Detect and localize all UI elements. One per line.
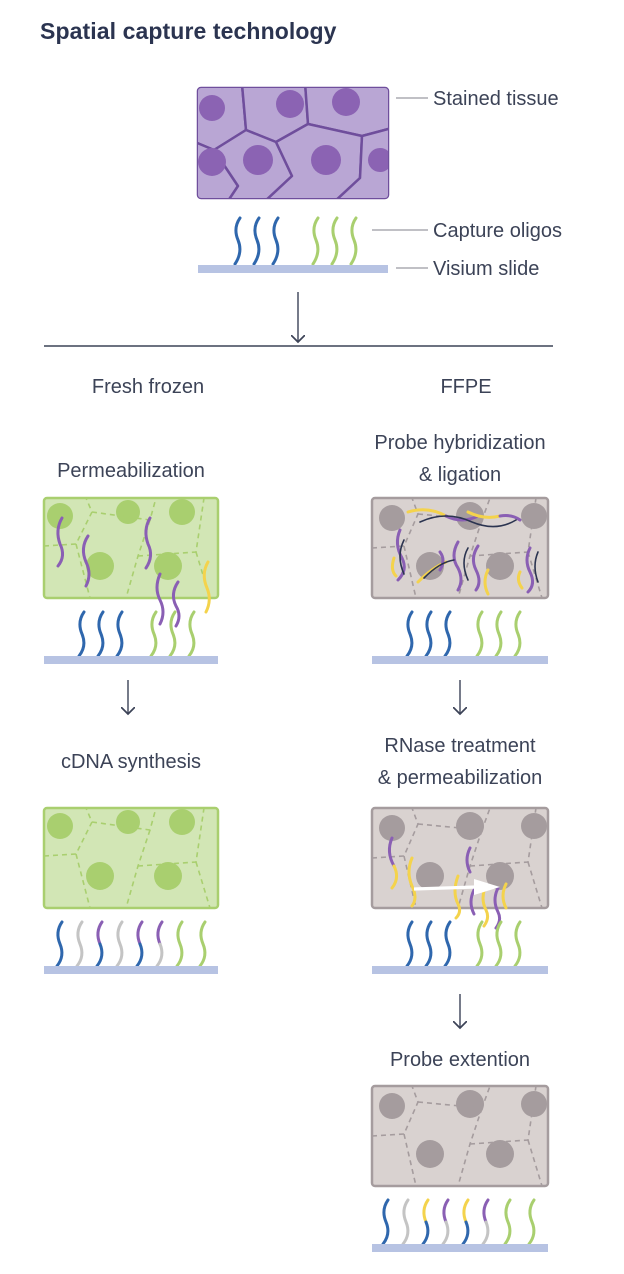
ffpe-title: FFPE: [440, 376, 491, 398]
fresh-frozen-tissue-1: [42, 496, 220, 628]
visium-slide-top: [198, 265, 388, 273]
ffpe-oligos-2: [405, 920, 522, 968]
ffpe-tissue-1: [370, 496, 550, 600]
stained-tissue-block: [196, 86, 390, 200]
fresh-frozen-title: Fresh frozen: [92, 376, 204, 398]
fresh-frozen-tissue-2: [42, 806, 220, 910]
step-cdna-synthesis: cDNA synthesis: [61, 751, 201, 773]
ffpe-oligos-1: [405, 610, 522, 658]
page-title: Spatial capture technology: [40, 18, 337, 44]
visium-slide-ffpe-3: [372, 1244, 548, 1252]
stained-tissue-label: Stained tissue: [433, 88, 559, 110]
visium-slide-ff-2: [44, 966, 218, 974]
capture-oligos-label: Capture oligos: [433, 220, 562, 242]
step-probe-hybridization-line2: & ligation: [419, 464, 501, 486]
fresh-frozen-oligos-1: [77, 610, 196, 658]
visium-slide-ffpe-2: [372, 966, 548, 974]
capture-oligos-top: [233, 216, 358, 266]
step-rnase-line1: RNase treatment: [384, 735, 536, 757]
visium-slide-label: Visium slide: [433, 258, 539, 280]
step-probe-hybridization-line1: Probe hybridization: [374, 432, 545, 454]
ffpe-oligos-3: [381, 1198, 536, 1246]
step-probe-extension: Probe extention: [390, 1049, 530, 1071]
visium-slide-ffpe-1: [372, 656, 548, 664]
ffpe-tissue-3: [370, 1084, 550, 1188]
visium-slide-ff-1: [44, 656, 218, 664]
rnase-white-arrow-icon: [413, 879, 500, 895]
fresh-frozen-oligos-2: [55, 920, 207, 968]
step-rnase-line2: & permeabilization: [378, 767, 543, 789]
step-permeabilization: Permeabilization: [57, 460, 205, 482]
ffpe-tissue-2: [370, 806, 550, 930]
